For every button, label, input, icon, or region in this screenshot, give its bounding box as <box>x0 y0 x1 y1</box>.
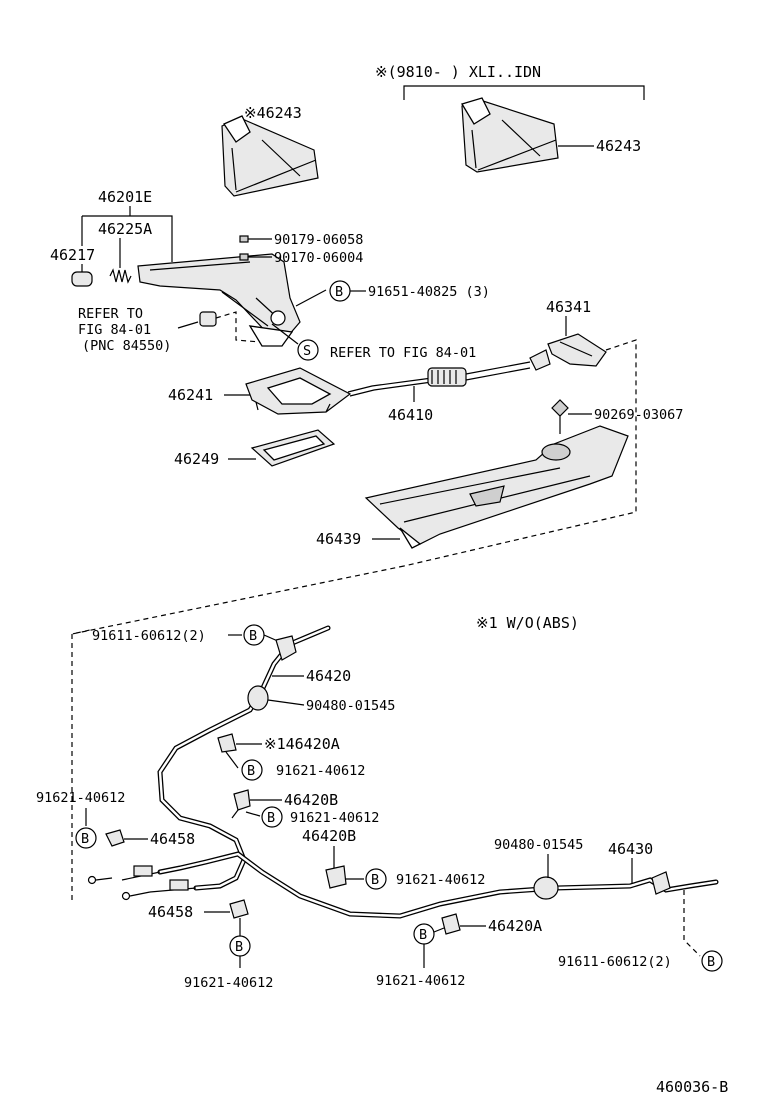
clamp-46420b-b <box>325 865 347 889</box>
bracket-46439-label: 46439 <box>316 530 361 548</box>
clamp-46420a <box>441 913 461 935</box>
release-spring <box>109 268 132 284</box>
refer-s-label: REFER TO FIG 84-01 <box>330 345 476 361</box>
svg-text:B: B <box>81 831 89 847</box>
cable-front-label: 46410 <box>388 406 433 424</box>
seal-46249 <box>250 429 336 467</box>
clip-screw <box>551 399 569 434</box>
svg-text:B: B <box>371 872 379 888</box>
rear-cable-46420 <box>157 625 331 891</box>
parking-brake-lever <box>137 253 301 347</box>
lever-sub-label: 46225A <box>98 220 152 238</box>
svg-text:B: B <box>335 284 343 300</box>
boot-left-label: ※46243 <box>244 104 302 122</box>
lever-bracket-46439 <box>364 425 629 549</box>
bracket-46341-label: 46341 <box>546 298 591 316</box>
svg-text:B: B <box>247 763 255 779</box>
svg-text:B: B <box>267 810 275 826</box>
front-cable-46410 <box>347 349 551 397</box>
bolt-left-46458-label: 91621-40612 <box>36 790 125 806</box>
seal-46249-label: 46249 <box>174 450 219 468</box>
bracket-46458-lower <box>229 899 249 919</box>
clamp-46420b-a-label: 46420B <box>284 791 338 809</box>
boot-right-label: 46243 <box>596 137 641 155</box>
bolt-x46420a-marker: B <box>241 759 263 781</box>
clamp-x46420a <box>217 733 237 753</box>
bolt-bottom-right-label: 91611-60612(2) <box>558 954 672 970</box>
switch-dashed-connector <box>215 311 261 343</box>
cable-ends <box>87 865 197 901</box>
grommet-left-label: 90480-01545 <box>306 698 395 714</box>
bolt-left-46458-marker: B <box>75 827 97 849</box>
bolt-46420b-a-label: 91621-40612 <box>290 810 379 826</box>
bolt-bottom-mid-marker: B <box>413 923 435 945</box>
bolt-x46420a-label: 91621-40612 <box>276 763 365 779</box>
variant-header-label: ※(9810- ) XLI..IDN <box>375 63 541 81</box>
svg-text:S: S <box>303 343 311 359</box>
leader-refer-s <box>271 323 299 345</box>
lever-assy-label: 46201E <box>98 188 152 206</box>
variant-bracket-line <box>403 85 645 100</box>
leader-bolt-x46420a <box>225 751 239 769</box>
assembly-dashed-box <box>403 339 637 567</box>
rear-cable-46430 <box>157 851 719 919</box>
switch-part <box>199 311 217 327</box>
svg-text:B: B <box>249 628 257 644</box>
bracket-46458-a-label: 46458 <box>150 830 195 848</box>
service-marker: S <box>297 339 319 361</box>
bracket-46458-b-label: 46458 <box>148 903 193 921</box>
grommet-right-label: 90480-01545 <box>494 837 583 853</box>
lower-dashed-box <box>71 565 405 900</box>
leader-bolt-46420b-a <box>245 811 261 817</box>
lever-assy-bracket <box>81 215 173 262</box>
bolt-bottom-mid-label: 91621-40612 <box>376 973 465 989</box>
bolt-46420b-b-marker: B <box>365 868 387 890</box>
lever-nuts <box>239 235 249 261</box>
bolt-b-top-label: 91651-40825 (3) <box>368 284 490 300</box>
refer-a-line3: (PNC 84550) <box>82 338 171 354</box>
nut-1-label: 90179-06058 <box>274 232 363 248</box>
bolt-46420b-a-marker: B <box>261 806 283 828</box>
clamp-x46420a-label: ※146420A <box>264 735 340 753</box>
bolt-top-left-label: 91611-60612(2) <box>92 628 206 644</box>
leader-bolt-bottom-right <box>683 890 701 957</box>
bolt-bottom-right-marker: B <box>701 950 723 972</box>
svg-text:B: B <box>419 927 427 943</box>
note-abs-label: ※1 W/O(ABS) <box>476 614 579 632</box>
svg-text:B: B <box>235 939 243 955</box>
refer-a-line2: FIG 84-01 <box>78 322 151 338</box>
leader-grommet-left <box>267 699 305 706</box>
refer-a-line1: REFER TO <box>78 306 143 322</box>
release-knob <box>71 271 93 287</box>
leader-refer-a <box>177 321 199 329</box>
bracket-46458-upper <box>105 829 125 847</box>
svg-text:B: B <box>707 954 715 970</box>
bolt-top-left-marker: B <box>243 624 265 646</box>
cable-46420-label: 46420 <box>306 667 351 685</box>
clip-screw-label: 90269-03067 <box>594 407 683 423</box>
lever-retainer-46241 <box>245 367 352 415</box>
bolt-b-top-marker: B <box>329 280 351 302</box>
bolt-bottom-left-label: 91621-40612 <box>184 975 273 991</box>
leader-bolt-bottom-mid <box>433 927 445 933</box>
bolt-bottom-left-marker: B <box>229 935 251 957</box>
cable-bracket-46341 <box>547 333 607 367</box>
retainer-46241-label: 46241 <box>168 386 213 404</box>
lever-boot-left <box>221 115 319 197</box>
cable-46430-label: 46430 <box>608 840 653 858</box>
leader-bolt-b-top <box>295 289 327 307</box>
clamp-46420a-label: 46420A <box>488 917 542 935</box>
diagram-id: 460036-B <box>656 1078 728 1096</box>
clamp-46420b-a <box>231 789 251 819</box>
knob-label: 46217 <box>50 246 95 264</box>
nut-2-label: 90170-06004 <box>274 250 363 266</box>
lever-boot-right <box>461 97 559 173</box>
bolt-46420b-b-label: 91621-40612 <box>396 872 485 888</box>
clamp-46420b-b-label: 46420B <box>302 827 356 845</box>
